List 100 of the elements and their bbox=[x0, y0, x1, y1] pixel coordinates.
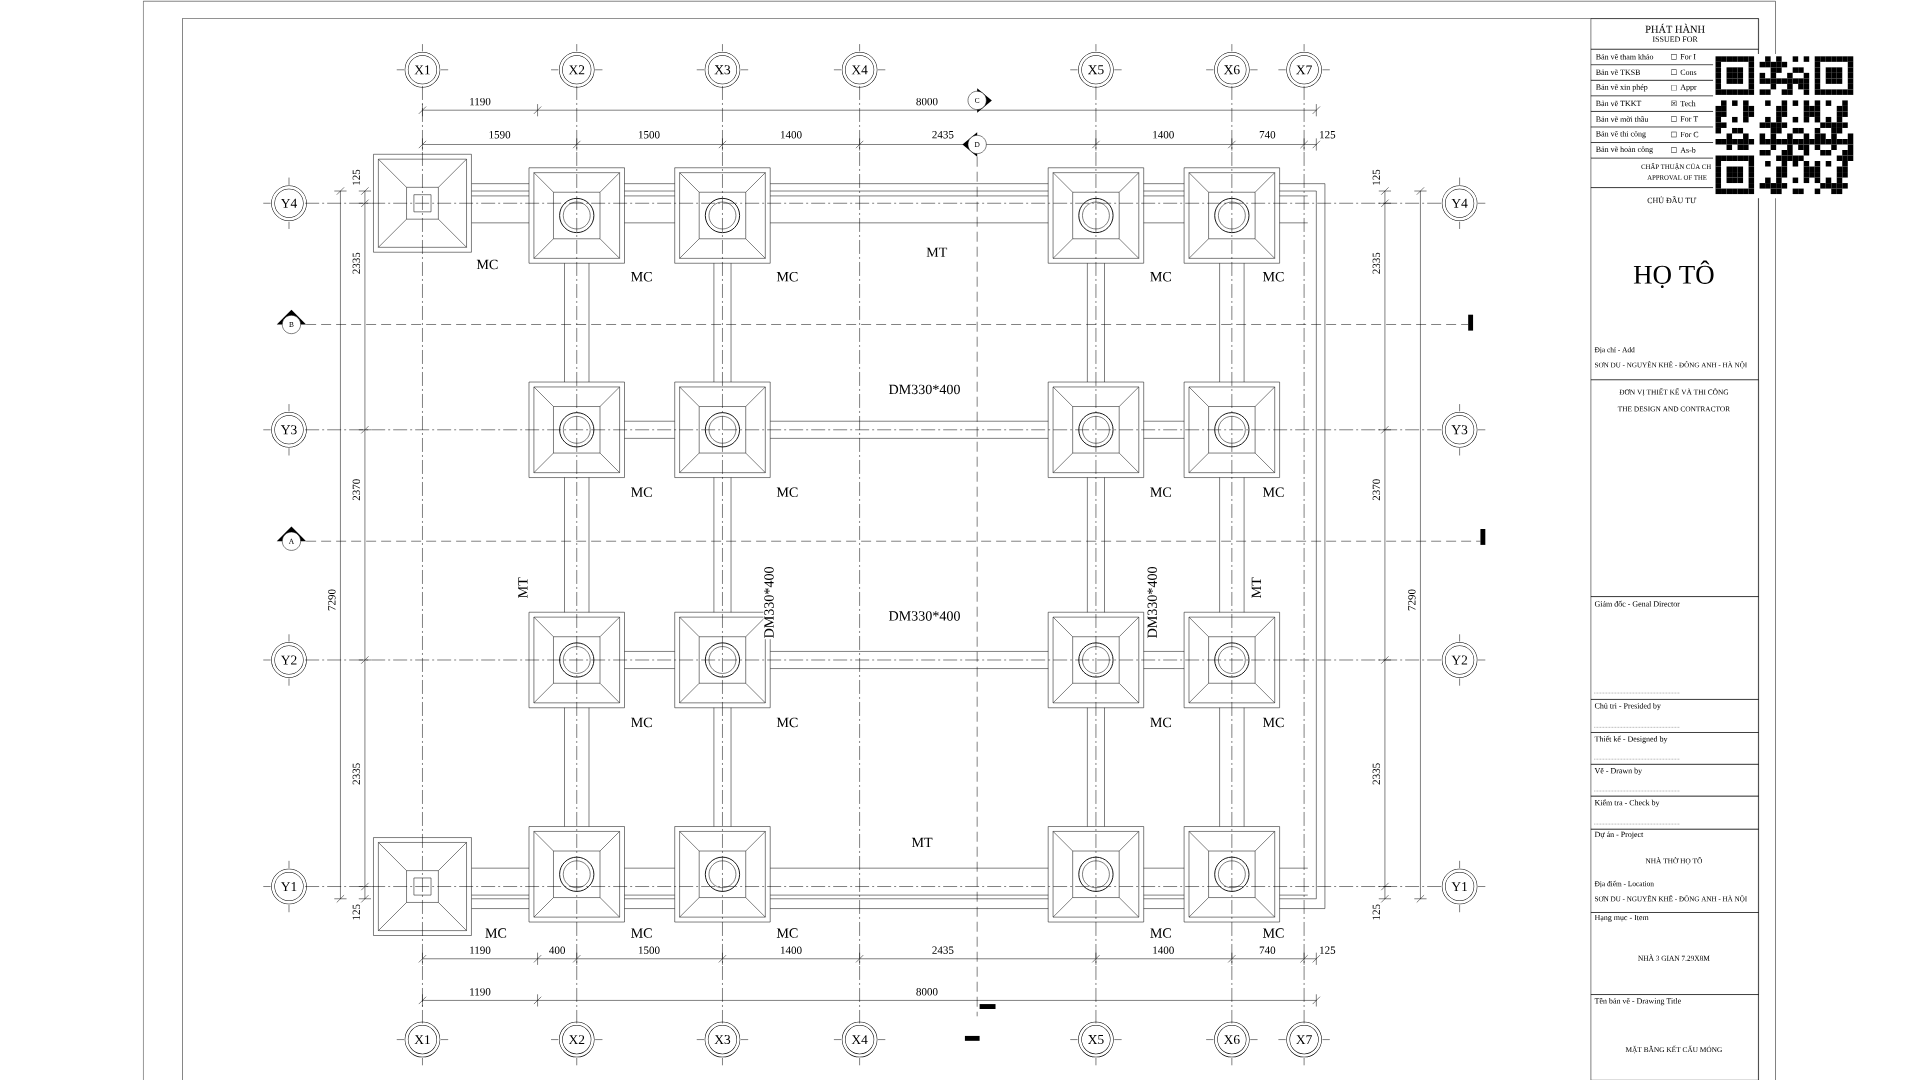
grid-bubble: X1 bbox=[396, 43, 449, 88]
grid-bubble: Y3 bbox=[263, 403, 307, 456]
title-block-cell bbox=[1590, 142, 1714, 159]
grid-line bbox=[304, 203, 1444, 204]
dimension-text: 1500 bbox=[637, 130, 661, 140]
title-block-cell bbox=[1590, 80, 1714, 97]
dimension-text: 2335 bbox=[351, 251, 361, 276]
member-label: MC bbox=[1261, 927, 1286, 939]
grid-bubble: Y2 bbox=[263, 634, 307, 686]
grid-bubble: Y4 bbox=[1441, 177, 1486, 230]
title-block-cell bbox=[1590, 187, 1759, 381]
grid-bubble: X7 bbox=[1278, 1021, 1331, 1066]
dimension-text: 740 bbox=[1258, 130, 1277, 140]
dimension-text: 2435 bbox=[931, 945, 955, 955]
dimension-text: 1400 bbox=[1151, 130, 1176, 140]
grid-line bbox=[304, 659, 1444, 661]
member-label: MT bbox=[517, 576, 529, 600]
grid-line bbox=[304, 886, 1444, 887]
grid-bubble: X2 bbox=[550, 43, 603, 88]
member-label: MC bbox=[629, 486, 654, 498]
member-label: MC bbox=[1261, 271, 1286, 283]
grid-bubble: X3 bbox=[696, 1021, 749, 1066]
grid-bubble: X3 bbox=[696, 43, 749, 88]
member-label: MC bbox=[475, 258, 500, 270]
grid-bubble: X4 bbox=[833, 43, 886, 88]
member-label: MC bbox=[775, 271, 800, 283]
dimension-text: 1400 bbox=[779, 945, 803, 955]
title-block-cell bbox=[1590, 994, 1759, 1080]
dimension-text: 1400 bbox=[1151, 945, 1176, 955]
dimension-text: 400 bbox=[548, 945, 567, 955]
grid-bubble: X2 bbox=[550, 1021, 603, 1066]
title-block-cell bbox=[1590, 795, 1759, 830]
member-label: MC bbox=[1149, 486, 1173, 498]
dimension-text: 1190 bbox=[468, 97, 492, 107]
dimension-text: 2335 bbox=[351, 762, 361, 786]
title-block-text: PHÁT HÀNH bbox=[1645, 23, 1705, 33]
dimension-text: 2370 bbox=[351, 477, 361, 502]
dimension-text: 1190 bbox=[468, 945, 492, 955]
grid-bubble: Y4 bbox=[263, 177, 307, 230]
grid-bubble: Y2 bbox=[1441, 634, 1486, 686]
member-label: MC bbox=[484, 927, 508, 939]
member-label: MC bbox=[629, 271, 654, 283]
member-label: MT bbox=[925, 246, 949, 258]
title-block-text: HỌ TÔ bbox=[1633, 260, 1714, 289]
member-label: DM330*400 bbox=[1146, 565, 1158, 640]
dimension-text: 2335 bbox=[1371, 762, 1381, 786]
title-block-cell bbox=[1590, 912, 1759, 995]
dimension-text: 1400 bbox=[779, 130, 803, 140]
dimension-text: 1590 bbox=[487, 130, 512, 140]
title-block-cell bbox=[1590, 111, 1714, 128]
dimension-text: 740 bbox=[1258, 945, 1277, 955]
grid-bubble: X5 bbox=[1069, 43, 1122, 88]
member-label: MT bbox=[1250, 576, 1262, 600]
dimension-text: 7290 bbox=[1407, 588, 1417, 612]
dimension-text: 125 bbox=[351, 168, 361, 187]
grid-bubble: X6 bbox=[1205, 43, 1258, 88]
title-block-cell bbox=[1590, 829, 1759, 913]
member-label: MC bbox=[629, 716, 654, 728]
member-label: MC bbox=[775, 927, 800, 939]
title-block-cell bbox=[1590, 126, 1714, 143]
grid-bubble: X6 bbox=[1205, 1021, 1258, 1066]
grid-bubble: X5 bbox=[1069, 1021, 1122, 1066]
member-label: DM330*400 bbox=[887, 610, 962, 622]
title-block-cell bbox=[1590, 699, 1759, 733]
title-block-cell bbox=[1590, 157, 1714, 188]
grid-bubble: Y3 bbox=[1441, 403, 1486, 456]
member-label: MC bbox=[775, 716, 800, 728]
dimension-text: 125 bbox=[1371, 903, 1381, 922]
member-label: MC bbox=[1149, 271, 1173, 283]
dimension-text: 125 bbox=[1318, 945, 1337, 955]
member-label: MC bbox=[1261, 716, 1286, 728]
member-label: MC bbox=[629, 927, 654, 939]
member-label: MC bbox=[775, 486, 800, 498]
grid-bubble: X7 bbox=[1278, 43, 1331, 88]
dimension-text: 125 bbox=[1318, 130, 1337, 140]
dimension-text: 2370 bbox=[1371, 477, 1381, 502]
member-label: DM330*400 bbox=[887, 383, 962, 395]
title-block-cell bbox=[1590, 18, 1759, 50]
dimension-text: 7290 bbox=[327, 588, 337, 612]
title-block-cell bbox=[1590, 596, 1759, 700]
dimension-text: 2335 bbox=[1371, 251, 1381, 276]
dimension-text: 1500 bbox=[637, 945, 661, 955]
dimension-text: 2435 bbox=[931, 130, 955, 140]
dimension-text: 8000 bbox=[915, 987, 939, 997]
title-block-cell bbox=[1590, 732, 1759, 765]
member-label: DM330*400 bbox=[763, 565, 775, 640]
dimension-text: 125 bbox=[1371, 168, 1381, 187]
grid-bubble: X1 bbox=[396, 1021, 449, 1066]
grid-line bbox=[304, 429, 1444, 431]
dimension-text: 1190 bbox=[468, 987, 492, 997]
dimension-text: 125 bbox=[351, 903, 361, 922]
dimension-text: 8000 bbox=[915, 97, 939, 107]
member-label: MC bbox=[1149, 927, 1173, 939]
title-block-cell bbox=[1590, 95, 1714, 112]
title-block-cell bbox=[1590, 379, 1759, 597]
grid-bubble: Y1 bbox=[263, 860, 307, 913]
title-block-cell bbox=[1590, 764, 1759, 797]
member-label: MC bbox=[1261, 486, 1286, 498]
grid-bubble: X4 bbox=[833, 1021, 886, 1066]
member-label: MC bbox=[1149, 716, 1173, 728]
